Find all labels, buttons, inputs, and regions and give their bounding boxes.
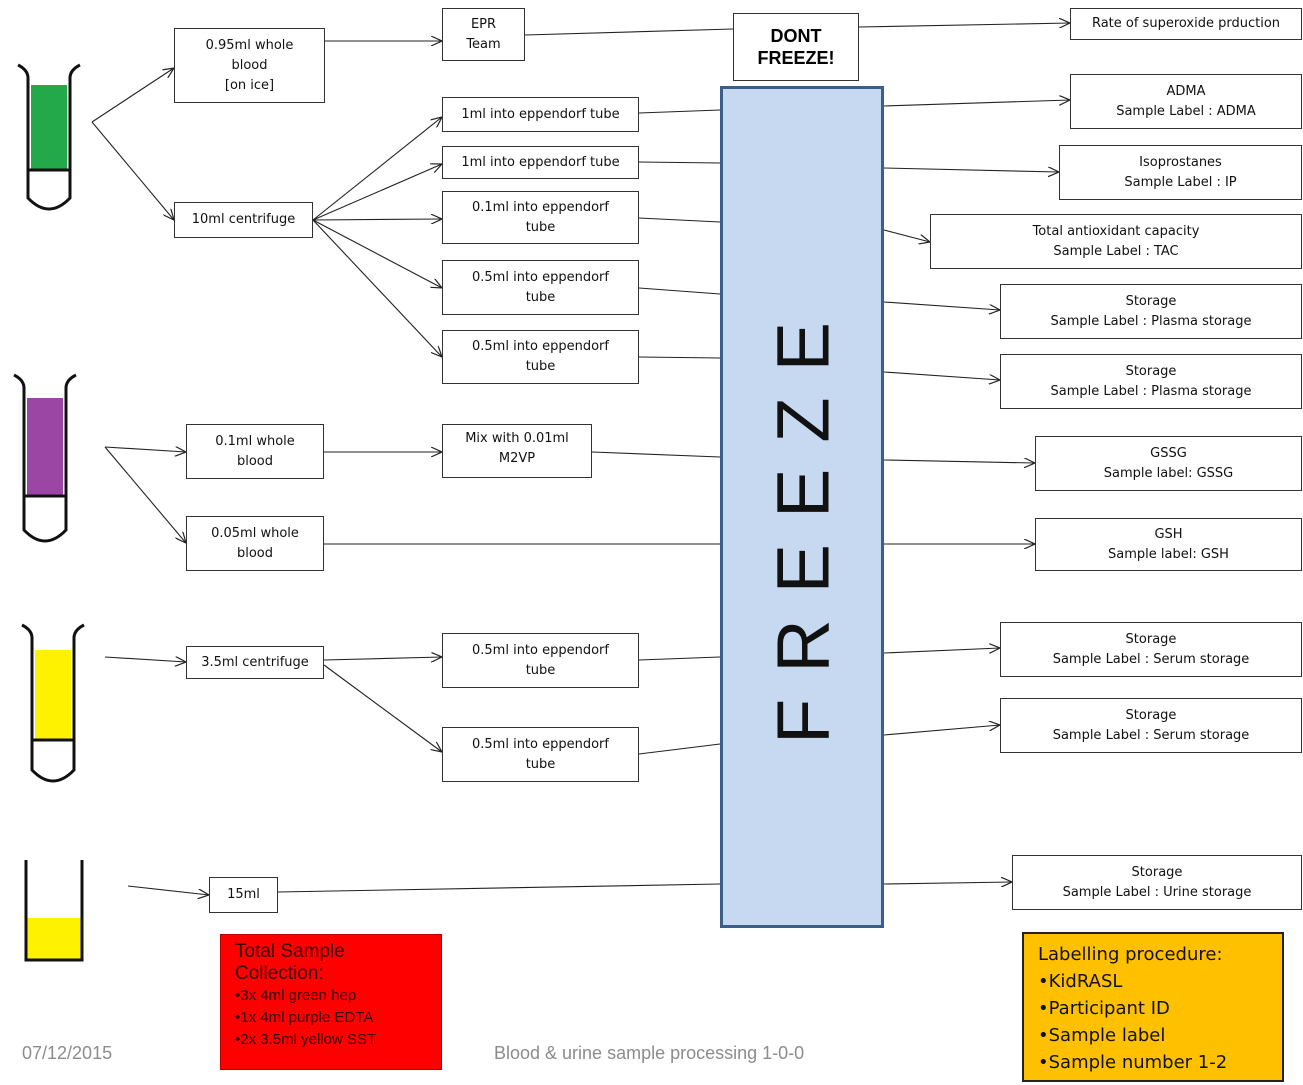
- total-sample-collection-note: Total Sample Collection: •3x 4ml green h…: [220, 934, 442, 1070]
- footer-title: Blood & urine sample processing 1-0-0: [494, 1043, 805, 1063]
- freeze-label: FREEZE: [761, 296, 845, 744]
- collection-note-item: •3x 4ml green hep: [235, 987, 357, 1004]
- labelling-note-title: Labelling procedure:: [1038, 944, 1223, 965]
- urine-fill: [26, 918, 82, 960]
- dont-freeze-line-1: DONT: [770, 26, 822, 46]
- labelling-note-item: •KidRASL: [1038, 971, 1123, 992]
- collection-note-item: •2x 3.5ml yellow SST: [235, 1031, 377, 1048]
- labelling-note-item: •Sample label: [1038, 1025, 1166, 1046]
- superoxide-output-box: Rate of superoxide prduction: [1070, 8, 1302, 40]
- eppendorf-1ml-b-box: 1ml into eppendorf tube: [442, 146, 639, 179]
- yellow-blood-tube-icon: [21, 623, 85, 783]
- collection-note-title: Total Sample Collection:: [235, 941, 345, 984]
- labelling-note-item: •Participant ID: [1038, 998, 1170, 1019]
- centrifuge-10ml-box: 10ml centrifuge: [174, 202, 313, 238]
- urine-container-icon: [24, 860, 84, 962]
- collection-note-item: •1x 4ml purple EDTA: [235, 1009, 374, 1026]
- labelling-procedure-note: Labelling procedure: •KidRASL •Participa…: [1022, 932, 1284, 1082]
- green-blood-tube-icon: [17, 63, 81, 211]
- purple-blood-tube-icon: [13, 373, 77, 543]
- urine-15ml-box: 15ml: [209, 877, 278, 913]
- purple-tube-fill: [27, 398, 63, 496]
- dont-freeze-box: DONT FREEZE!: [733, 13, 859, 81]
- footer-date: 07/12/2015: [22, 1043, 113, 1063]
- labelling-note-item: •Sample number 1-2: [1038, 1052, 1228, 1073]
- centrifuge-35ml-box: 3.5ml centrifuge: [186, 646, 324, 679]
- yellow-tube-fill: [35, 650, 71, 740]
- freeze-block: [720, 86, 884, 928]
- green-tube-fill: [31, 85, 67, 170]
- eppendorf-1ml-a-box: 1ml into eppendorf tube: [442, 97, 639, 132]
- dont-freeze-line-2: FREEZE!: [757, 48, 835, 68]
